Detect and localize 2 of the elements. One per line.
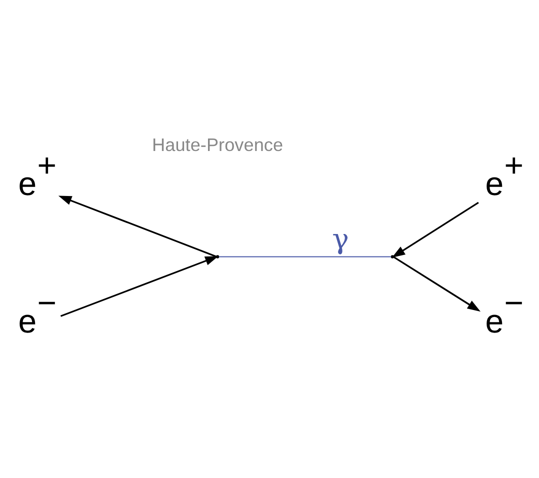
label: Haute-Provence xyxy=(152,134,284,155)
edge-label: γ xyxy=(332,222,349,256)
